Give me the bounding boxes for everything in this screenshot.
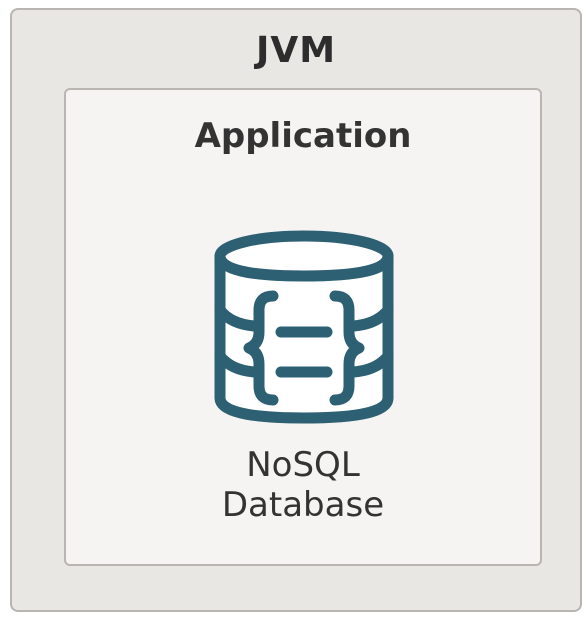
database-label-line2: Database: [221, 485, 385, 525]
nosql-database-icon: [214, 230, 394, 424]
jvm-title: JVM: [255, 30, 337, 71]
application-title: Application: [194, 116, 412, 156]
application-container: Application: [64, 88, 542, 566]
jvm-container: JVM Application: [10, 8, 582, 612]
database-label: NoSQL Database: [66, 445, 540, 525]
database-label-line1: NoSQL: [246, 445, 360, 485]
